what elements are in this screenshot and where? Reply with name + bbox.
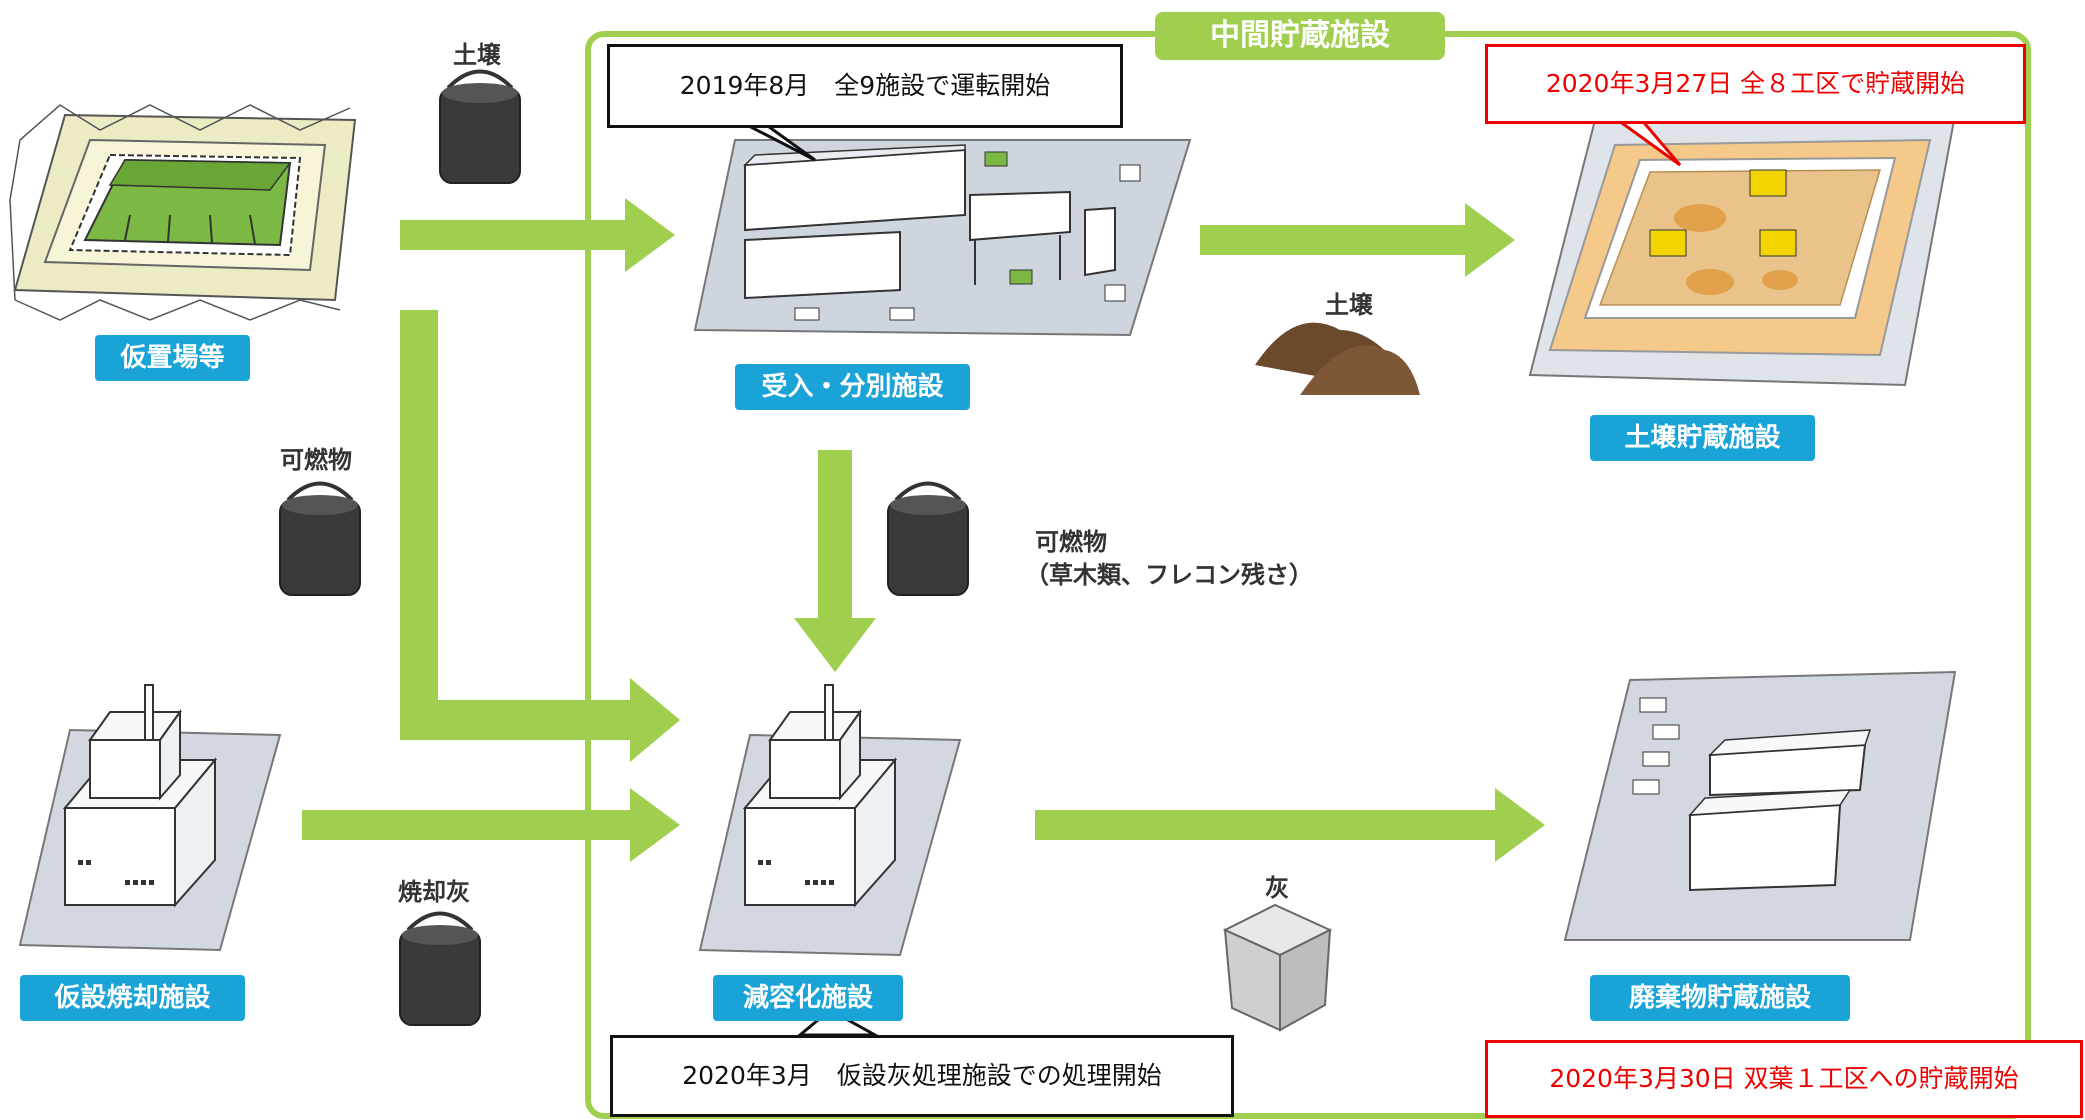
waste-storage-illustration <box>1563 670 1957 941</box>
flow-arrows <box>302 198 1545 862</box>
arrow-incinerator-to-reduction <box>302 788 680 862</box>
soil-storage-illustration <box>1528 113 1957 387</box>
reception-illustration <box>693 139 1192 337</box>
label-temporary-storage: 仮置場等 <box>95 335 250 381</box>
material-ash: 灰 <box>1265 874 1289 902</box>
callout-soil-storage-start: 2020年3月27日 全８工区で貯蔵開始 <box>1485 44 2026 124</box>
bag-icon-combustibles-left <box>279 481 361 596</box>
label-waste-storage: 廃棄物貯蔵施設 <box>1590 975 1850 1021</box>
ash-container-icon <box>1222 903 1333 1032</box>
label-reception: 受入・分別施設 <box>735 364 970 410</box>
material-combustibles-detail: （草木類、フレコン残さ） <box>1025 561 1313 589</box>
volume-reduction-illustration <box>698 684 962 957</box>
material-combustibles-center: 可燃物 <box>1035 528 1107 556</box>
callout-reception-start: 2019年8月 全9施設で運転開始 <box>607 44 1123 128</box>
material-soil-right: 土壌 <box>1325 291 1373 319</box>
label-volume-reduction: 減容化施設 <box>713 975 903 1021</box>
bag-icon-incineration-ash <box>399 911 481 1026</box>
arrow-to-reception <box>400 198 675 272</box>
arrow-to-waste-storage <box>1035 788 1545 862</box>
label-soil-storage: 土壌貯蔵施設 <box>1590 415 1815 461</box>
bag-icon-combustibles-center <box>887 481 969 596</box>
arrow-to-soil-storage <box>1200 203 1515 277</box>
material-incineration-ash: 焼却灰 <box>398 878 470 906</box>
material-soil-top: 土壌 <box>453 41 501 69</box>
temporary-incinerator-illustration <box>18 684 282 952</box>
arrow-combustibles-to-reduction <box>400 310 680 762</box>
arrow-reception-to-reduction <box>794 450 876 672</box>
soil-pile-icon <box>1255 322 1420 395</box>
material-combustibles-left: 可燃物 <box>280 446 352 474</box>
bag-icon-soil <box>439 69 521 184</box>
label-temporary-incinerator: 仮設焼却施設 <box>20 975 245 1021</box>
interim-storage-title: 中間貯蔵施設 <box>1155 12 1445 60</box>
temporary-storage-illustration <box>9 104 357 321</box>
callout-ash-processing-start: 2020年3月 仮設灰処理施設での処理開始 <box>610 1035 1234 1117</box>
callout-waste-storage-start: 2020年3月30日 双葉１工区への貯蔵開始 <box>1485 1040 2083 1118</box>
